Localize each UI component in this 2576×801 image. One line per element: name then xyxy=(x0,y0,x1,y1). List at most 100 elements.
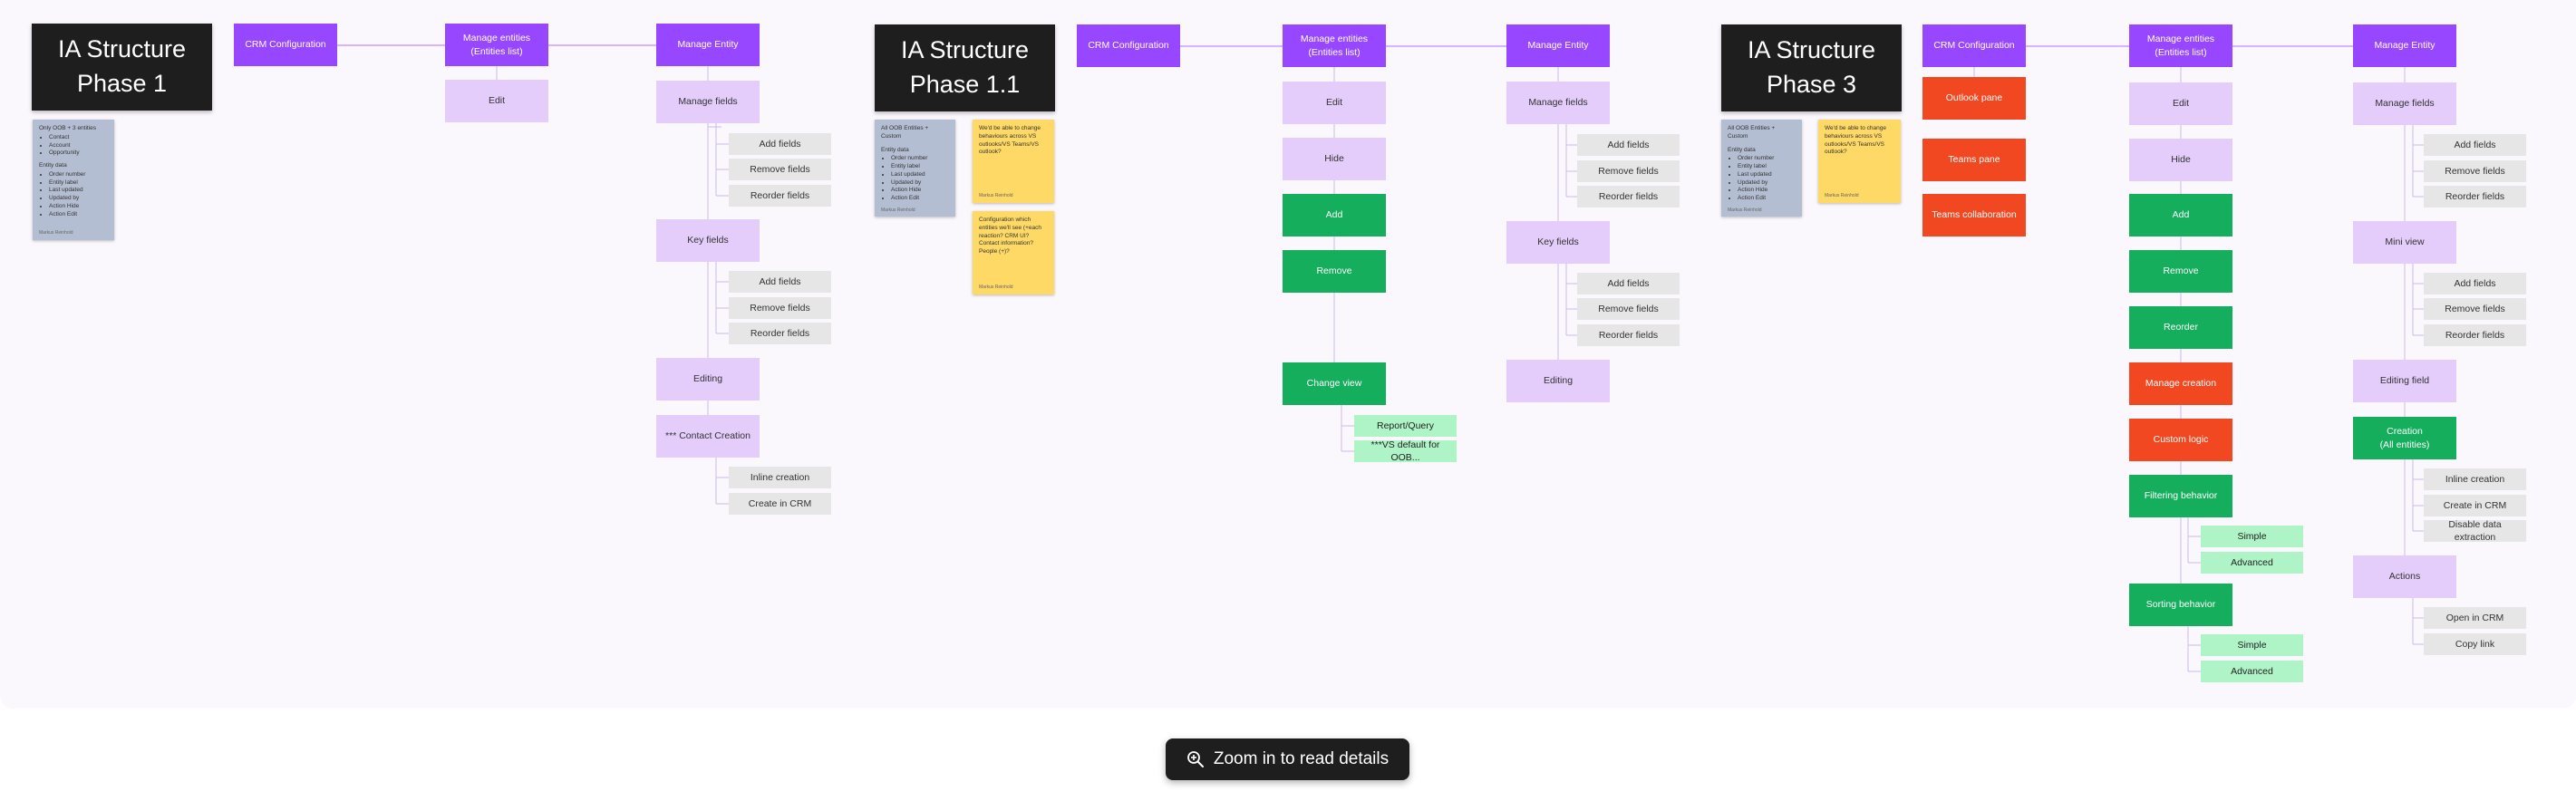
sticky-list: Contact Account Opportunity xyxy=(39,134,109,158)
node-hide[interactable]: Hide xyxy=(2129,139,2232,181)
node-remove[interactable]: Remove xyxy=(2129,250,2232,293)
node-open-in-crm[interactable]: Open in CRM xyxy=(2424,607,2526,629)
list-item: Order number xyxy=(49,171,109,179)
node-remove-fields[interactable]: Remove fields xyxy=(1577,298,1680,320)
sticky-note-phase-3-scope[interactable]: All OOB Entities + Custom Entity data Or… xyxy=(1721,120,1802,217)
sticky-note-behaviour-question[interactable]: We'd be able to change behaviours across… xyxy=(973,120,1054,203)
node-mini-view[interactable]: Mini view xyxy=(2353,221,2456,264)
node-edit[interactable]: Edit xyxy=(2129,82,2232,125)
title-line-2: Phase 3 xyxy=(1766,71,1857,98)
node-sorting-behavior[interactable]: Sorting behavior xyxy=(2129,584,2232,626)
node-remove-fields[interactable]: Remove fields xyxy=(729,159,831,180)
node-manage-entity[interactable]: Manage Entity xyxy=(656,24,760,66)
node-remove-fields[interactable]: Remove fields xyxy=(1577,160,1680,182)
node-remove[interactable]: Remove xyxy=(1283,250,1386,293)
node-sorting-advanced[interactable]: Advanced xyxy=(2201,661,2303,682)
list-item: Last updated xyxy=(49,187,109,195)
node-add-fields[interactable]: Add fields xyxy=(2424,134,2526,156)
node-reorder[interactable]: Reorder xyxy=(2129,306,2232,349)
node-filtering-advanced[interactable]: Advanced xyxy=(2201,552,2303,574)
node-reorder-fields[interactable]: Reorder fields xyxy=(2424,324,2526,346)
node-create-in-crm[interactable]: Create in CRM xyxy=(2424,495,2526,516)
list-item: Updated by xyxy=(891,179,950,188)
sticky-author: Markus Reinhold xyxy=(1825,193,1859,199)
sticky-note-phase-1-1-scope[interactable]: All OOB Entities + Custom Entity data Or… xyxy=(875,120,955,217)
node-edit[interactable]: Edit xyxy=(1283,82,1386,124)
node-add-fields[interactable]: Add fields xyxy=(729,133,831,155)
node-editing[interactable]: Editing xyxy=(1506,360,1610,402)
node-filtering-simple[interactable]: Simple xyxy=(2201,526,2303,547)
list-item: Action Edit xyxy=(49,211,109,219)
list-item: Entity label xyxy=(49,179,109,188)
node-manage-entities[interactable]: Manage entities (Entities list) xyxy=(445,24,548,66)
list-item: Account xyxy=(49,142,109,150)
node-remove-fields[interactable]: Remove fields xyxy=(2424,298,2526,320)
node-crm-configuration[interactable]: CRM Configuration xyxy=(234,24,337,66)
node-report-query[interactable]: Report/Query xyxy=(1354,415,1457,437)
node-create-in-crm[interactable]: Create in CRM xyxy=(729,493,831,515)
node-crm-configuration[interactable]: CRM Configuration xyxy=(1922,24,2026,67)
node-teams-collaboration[interactable]: Teams collaboration xyxy=(1922,194,2026,236)
node-key-fields[interactable]: Key fields xyxy=(1506,221,1610,264)
node-manage-fields[interactable]: Manage fields xyxy=(1506,82,1610,124)
zoom-hint-pill[interactable]: Zoom in to read details xyxy=(1166,738,1409,780)
node-add-fields[interactable]: Add fields xyxy=(1577,134,1680,156)
node-reorder-fields[interactable]: Reorder fields xyxy=(2424,186,2526,207)
title-phase-1-1: IA Structure Phase 1.1 xyxy=(875,24,1055,111)
node-remove-fields[interactable]: Remove fields xyxy=(729,297,831,319)
node-manage-entity[interactable]: Manage Entity xyxy=(2353,24,2456,67)
node-inline-creation[interactable]: Inline creation xyxy=(2424,468,2526,490)
node-teams-pane[interactable]: Teams pane xyxy=(1922,139,2026,181)
node-crm-configuration[interactable]: CRM Configuration xyxy=(1077,24,1180,67)
node-disable-data-extraction[interactable]: Disable data extraction xyxy=(2424,519,2526,543)
node-remove-fields[interactable]: Remove fields xyxy=(2424,160,2526,182)
node-add-fields[interactable]: Add fields xyxy=(2424,273,2526,294)
title-line-2: Phase 1 xyxy=(76,70,168,97)
node-hide[interactable]: Hide xyxy=(1283,138,1386,180)
list-item: Order number xyxy=(1738,155,1796,163)
node-manage-entities[interactable]: Manage entities (Entities list) xyxy=(2129,24,2232,67)
title-phase-1: IA Structure Phase 1 xyxy=(32,24,212,111)
sticky-author: Markus Reinhold xyxy=(979,193,1013,199)
node-reorder-fields[interactable]: Reorder fields xyxy=(1577,324,1680,346)
node-sorting-simple[interactable]: Simple xyxy=(2201,634,2303,656)
list-item: Order number xyxy=(891,155,950,163)
node-custom-logic[interactable]: Custom logic xyxy=(2129,419,2232,461)
node-inline-creation[interactable]: Inline creation xyxy=(729,467,831,488)
node-filtering-behavior[interactable]: Filtering behavior xyxy=(2129,475,2232,517)
sticky-note-phase-1-scope[interactable]: Only OOB + 3 entities Contact Account Op… xyxy=(33,120,114,240)
sticky-subheading: Entity data xyxy=(1728,146,1756,153)
node-add-fields[interactable]: Add fields xyxy=(729,271,831,293)
sticky-note-phase-3-behaviour-question[interactable]: We'd be able to change behaviours across… xyxy=(1818,120,1901,203)
node-manage-entity[interactable]: Manage Entity xyxy=(1506,24,1610,67)
title-phase-3: IA Structure Phase 3 xyxy=(1721,24,1902,111)
node-editing-field[interactable]: Editing field xyxy=(2353,360,2456,402)
sticky-subheading: Entity data xyxy=(881,146,909,153)
node-add[interactable]: Add xyxy=(2129,194,2232,236)
node-editing[interactable]: Editing xyxy=(656,358,760,400)
node-actions[interactable]: Actions xyxy=(2353,555,2456,598)
sticky-note-configuration-question[interactable]: Configuration which entities we'll see (… xyxy=(973,211,1054,294)
node-contact-creation[interactable]: *** Contact Creation xyxy=(656,415,760,458)
sticky-heading: All OOB Entities + Custom xyxy=(1728,125,1776,140)
node-reorder-fields[interactable]: Reorder fields xyxy=(729,185,831,207)
node-reorder-fields[interactable]: Reorder fields xyxy=(729,323,831,344)
node-edit[interactable]: Edit xyxy=(445,80,548,122)
sticky-heading: We'd be able to change behaviours across… xyxy=(1825,125,1886,156)
title-line-2: Phase 1.1 xyxy=(909,71,1021,98)
node-manage-fields[interactable]: Manage fields xyxy=(656,81,760,123)
node-copy-link[interactable]: Copy link xyxy=(2424,633,2526,655)
node-outlook-pane[interactable]: Outlook pane xyxy=(1922,77,2026,120)
node-key-fields[interactable]: Key fields xyxy=(656,219,760,262)
node-manage-fields[interactable]: Manage fields xyxy=(2353,82,2456,125)
node-change-view[interactable]: Change view xyxy=(1283,362,1386,405)
sticky-author: Markus Reinhold xyxy=(979,285,1013,291)
node-manage-entities[interactable]: Manage entities (Entities list) xyxy=(1283,24,1386,67)
node-vs-default-oob[interactable]: ***VS default for OOB... xyxy=(1354,439,1457,463)
node-add-fields[interactable]: Add fields xyxy=(1577,273,1680,294)
node-add[interactable]: Add xyxy=(1283,194,1386,236)
sticky-list: Order number Entity label Last updated U… xyxy=(39,171,109,219)
node-manage-creation[interactable]: Manage creation xyxy=(2129,362,2232,405)
node-creation-all-entities[interactable]: Creation (All entities) xyxy=(2353,417,2456,459)
node-reorder-fields[interactable]: Reorder fields xyxy=(1577,186,1680,207)
